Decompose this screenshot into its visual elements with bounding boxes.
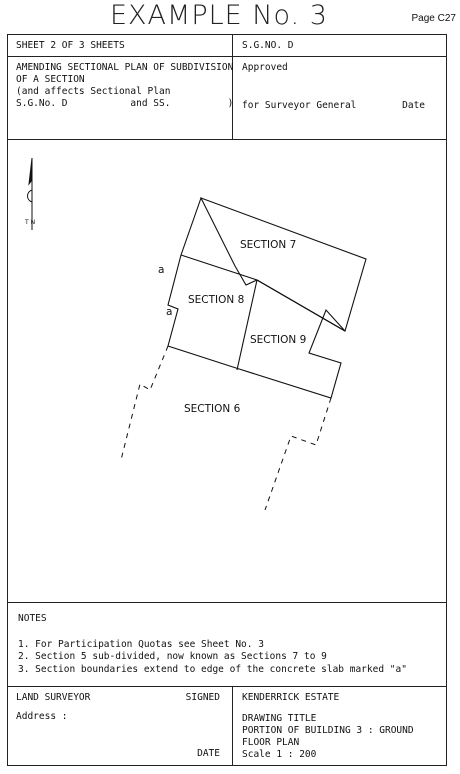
signed-label: SIGNED	[185, 692, 220, 703]
surveyor-cell: LAND SURVEYOR SIGNED Address : DATE	[8, 687, 233, 765]
section-8-outline	[167, 254, 237, 369]
note-item: 2. Section 5 sub-divided, now known as S…	[18, 651, 327, 662]
document-title: EXAMPLE No. 3	[110, 0, 328, 31]
page-reference: Page C27	[411, 13, 456, 24]
sheet-number: SHEET 2 OF 3 SHEETS	[16, 40, 125, 51]
drawing-title-line: FLOOR PLAN	[242, 737, 300, 748]
section-8-9-divider	[236, 279, 258, 371]
north-arrow-icon	[27, 157, 33, 230]
section-7-label: SECTION 7	[240, 239, 296, 251]
drawing-info-cell: KENDERRICK ESTATE DRAWING TITLE PORTION …	[233, 687, 446, 765]
section-8-label: SECTION 8	[188, 294, 244, 306]
drawing-title-line: DRAWING TITLE	[242, 713, 317, 724]
section-9-outline	[235, 308, 346, 399]
note-item: 1. For Participation Quotas see Sheet No…	[18, 638, 264, 650]
plan-drawing: T N SECTION 7 SECTION 8 SECTION 9 SECTIO…	[8, 140, 446, 602]
sg-number-cell: S.G.NO. D	[233, 35, 446, 56]
section-6-boundaries	[120, 345, 332, 511]
description-line: OF A SECTION	[16, 74, 85, 85]
land-surveyor-label: LAND SURVEYOR	[16, 692, 91, 703]
floor-plan-svg: T N SECTION 7 SECTION 8 SECTION 9 SECTIO…	[24, 157, 367, 511]
drawing-title-line: PORTION OF BUILDING 3 : GROUND	[242, 725, 414, 736]
address-label: Address :	[16, 711, 68, 722]
sheet-info-row: SHEET 2 OF 3 SHEETS S.G.NO. D	[8, 35, 446, 57]
slab-marker-a: a	[166, 306, 172, 318]
description-line: (and affects Sectional Plan	[16, 86, 171, 97]
scale-label: Scale 1 : 200	[242, 749, 317, 760]
estate-name: KENDERRICK ESTATE	[242, 692, 340, 703]
section-6-west-boundary	[120, 345, 169, 461]
section-boundaries	[167, 197, 367, 399]
description-line: AMENDING SECTIONAL PLAN OF SUBDIVISION	[16, 62, 234, 73]
description-line: S.G.No. D and SS. )	[16, 98, 234, 109]
notes-section: NOTES 1. For Participation Quotas see Sh…	[8, 602, 446, 687]
approved-label: Approved	[242, 62, 288, 73]
north-label: T N	[24, 219, 35, 226]
section-7-outline	[199, 197, 367, 332]
surveyor-general-line: for Surveyor General Date	[242, 100, 426, 111]
date-label: DATE	[197, 748, 220, 759]
approval-cell: Approved for Surveyor General Date	[233, 57, 446, 139]
slab-marker-a: a	[158, 264, 164, 276]
sheet-number-cell: SHEET 2 OF 3 SHEETS	[8, 35, 233, 56]
plan-sheet: SHEET 2 OF 3 SHEETS S.G.NO. D AMENDING S…	[7, 34, 447, 766]
plan-description-row: AMENDING SECTIONAL PLAN OF SUBDIVISION O…	[8, 57, 446, 140]
title-block: LAND SURVEYOR SIGNED Address : DATE KEND…	[8, 687, 446, 765]
section-7-south-edge	[180, 254, 258, 281]
section-9-north-edge	[256, 279, 346, 332]
sg-number: S.G.NO. D	[242, 40, 294, 51]
section-6-east-boundary	[264, 397, 332, 511]
section-6-label: SECTION 6	[184, 403, 241, 415]
page-header: EXAMPLE No. 3 Page C27	[0, 0, 460, 32]
notes-heading: NOTES	[18, 613, 47, 624]
plan-description-cell: AMENDING SECTIONAL PLAN OF SUBDIVISION O…	[8, 57, 233, 139]
section-7-west-edge	[180, 197, 202, 256]
section-9-label: SECTION 9	[250, 334, 306, 346]
note-item: 3. Section boundaries extend to edge of …	[18, 663, 407, 675]
